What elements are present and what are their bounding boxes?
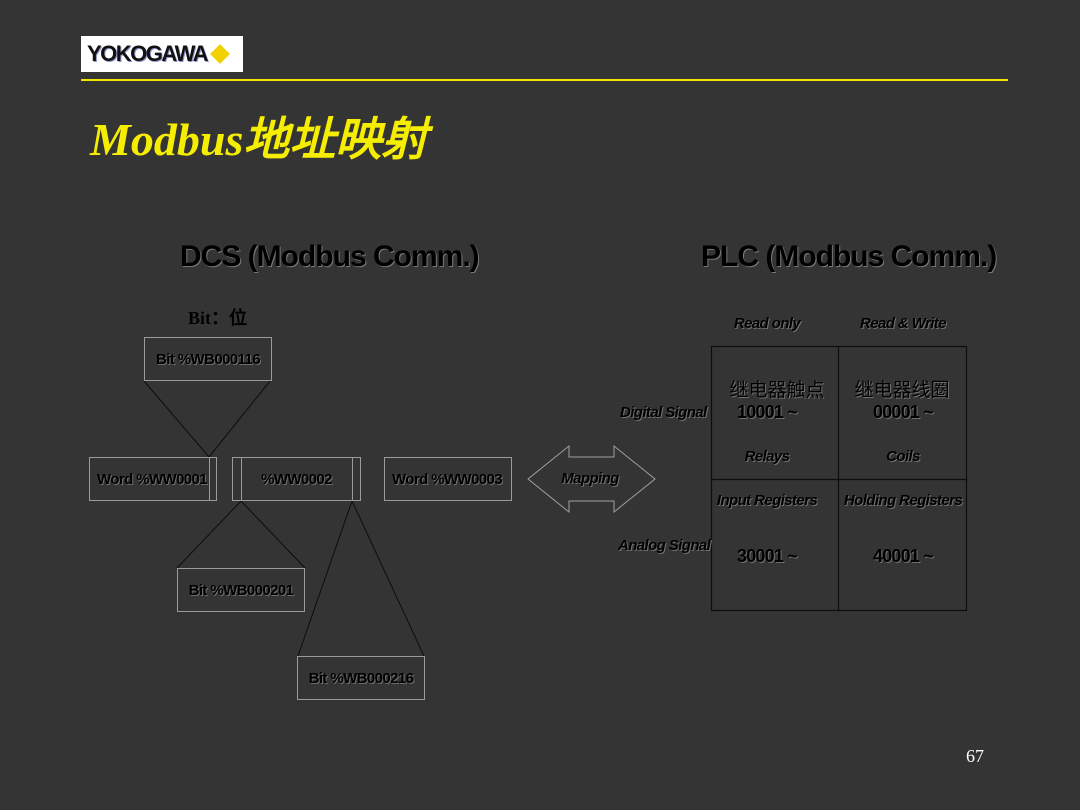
- relays-label: Relays: [744, 448, 790, 465]
- read-write-label: Read & Write: [860, 315, 946, 332]
- address-40001: 40001 ~: [873, 546, 934, 566]
- page-number: 67: [966, 746, 984, 766]
- bit-box-wb000201: Bit %WB000201: [177, 568, 305, 612]
- bit-box-wb000201-label: Bit %WB000201: [188, 581, 294, 599]
- page-title: Modbus地址映射: [90, 114, 428, 165]
- address-00001: 00001 ~: [873, 402, 934, 422]
- word-box-ww0001: Word %WW0001: [89, 457, 217, 501]
- bit-box-wb000216: Bit %WB000216: [297, 656, 425, 700]
- digital-signal-label: Digital Signal: [620, 404, 707, 421]
- relay-coil-label: 继电器线圈: [854, 379, 950, 401]
- word-box-ww0001-divider: [209, 457, 210, 501]
- plc-heading: PLC (Modbus Comm.): [701, 240, 997, 273]
- logo-text: YOKOGAWA: [87, 41, 209, 66]
- mapping-arrow-icon: [527, 444, 656, 514]
- address-30001: 30001 ~: [737, 546, 798, 566]
- mapping-label: Mapping: [561, 470, 619, 487]
- bit-label: Bit：位: [188, 308, 248, 328]
- coils-label: Coils: [886, 448, 920, 465]
- word-box-ww0002-divider-left: [241, 457, 242, 501]
- relay-contact-label: 继电器触点: [729, 379, 825, 401]
- yokogawa-logo: YOKOGAWA: [81, 36, 243, 72]
- word-box-ww0002: %WW0002: [232, 457, 361, 501]
- bit-box-wb000116: Bit %WB000116: [144, 337, 272, 381]
- word-box-ww0002-label: %WW0002: [261, 470, 332, 488]
- address-10001: 10001 ~: [737, 402, 798, 422]
- holding-registers-label: Holding Registers: [843, 492, 963, 509]
- bit-box-wb000116-label: Bit %WB000116: [156, 350, 261, 368]
- dcs-heading: DCS (Modbus Comm.): [180, 240, 480, 273]
- word-box-ww0001-label: Word %WW0001: [97, 470, 208, 488]
- bit-box-wb000216-label: Bit %WB000216: [308, 669, 414, 687]
- word-box-ww0003: Word %WW0003: [384, 457, 512, 501]
- read-only-label: Read only: [733, 315, 801, 332]
- word-box-ww0002-divider-right: [352, 457, 353, 501]
- header-rule: [81, 79, 1008, 81]
- analog-signal-label: Analog Signal: [618, 537, 711, 554]
- word-box-ww0003-label: Word %WW0003: [392, 470, 503, 488]
- input-registers-label: Input Registers: [716, 492, 818, 509]
